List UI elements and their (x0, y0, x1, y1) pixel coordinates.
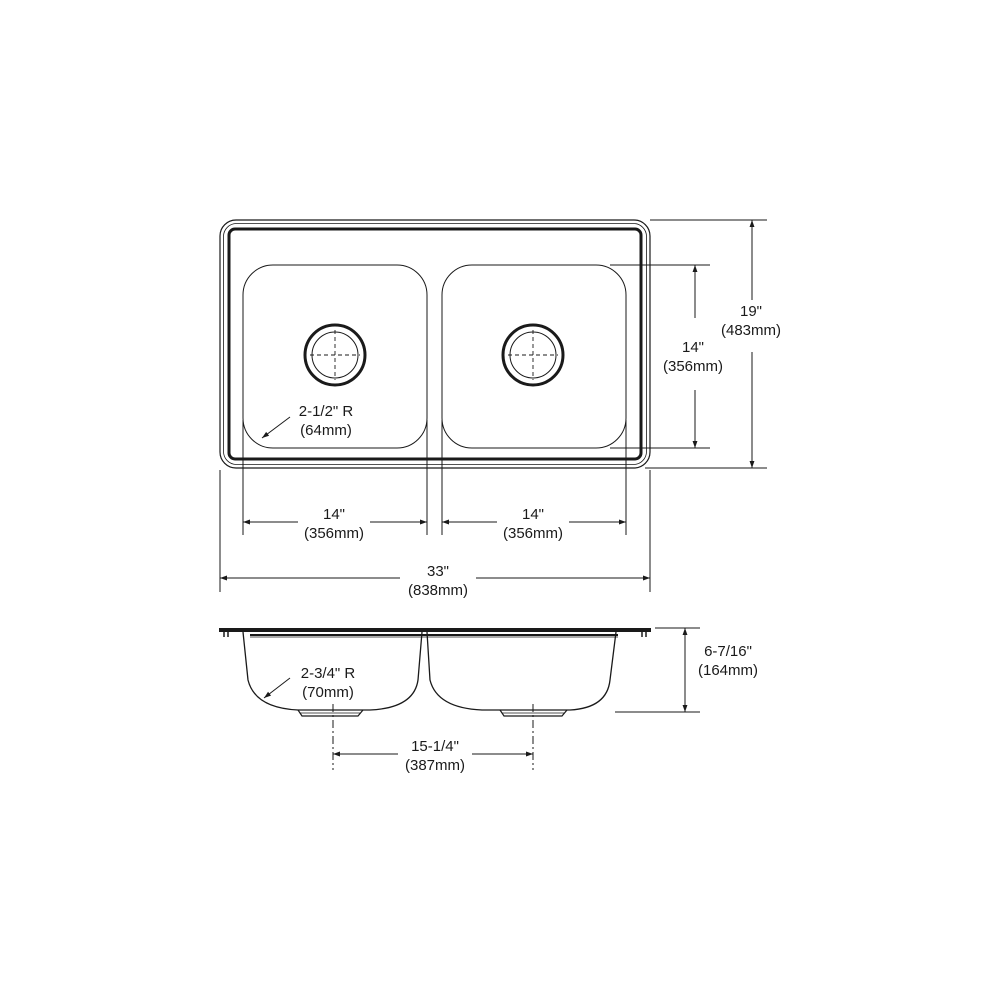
overall-depth-metric: (483mm) (720, 322, 781, 339)
overall-width-imperial: 33" (426, 563, 449, 580)
plan-view (219, 219, 651, 469)
right-bowl-width-imperial: 14" (521, 506, 544, 523)
section-view (219, 628, 651, 717)
overall-depth-imperial: 19" (739, 303, 762, 320)
corner-radius-imperial: 2-1/2" R (298, 403, 354, 420)
left-bowl-profile (242, 631, 423, 711)
right-bowl-width-label: 14" (356mm) (497, 505, 569, 543)
overall-width-label: 33" (838mm) (402, 562, 474, 600)
drain-spacing-imperial: 15-1/4" (411, 738, 459, 755)
corner-radius-metric: (64mm) (300, 422, 352, 439)
right-bowl (441, 264, 627, 449)
sink-outer-rim (219, 219, 651, 469)
right-bowl-width-metric: (356mm) (502, 525, 563, 542)
left-bowl (242, 264, 428, 449)
bottom-radius-leader (263, 677, 291, 699)
sink-rim-edge (223, 223, 647, 465)
left-drain-icon (303, 323, 367, 387)
plan-dimensions (219, 219, 767, 592)
drain-spacing-label: 15-1/4" (387mm) (398, 737, 472, 775)
sink-deck-rim (227, 227, 643, 461)
bowl-length-metric: (356mm) (662, 358, 723, 375)
bottom-radius-imperial: 2-3/4" R (300, 665, 356, 682)
corner-radius-label: 2-1/2" R (64mm) (286, 402, 366, 440)
left-bowl-width-metric: (356mm) (303, 525, 364, 542)
right-drain-icon (501, 323, 565, 387)
overall-depth-label: 19" (483mm) (713, 302, 789, 340)
section-dimensions (332, 627, 700, 770)
left-bowl-width-label: 14" (356mm) (298, 505, 370, 543)
corner-radius-leader (261, 416, 291, 439)
sink-flange (219, 628, 651, 632)
left-bowl-width-imperial: 14" (322, 506, 345, 523)
drain-spacing-metric: (387mm) (404, 757, 465, 774)
bowl-depth-imperial: 6-7/16" (704, 643, 752, 660)
bottom-radius-metric: (70mm) (302, 684, 354, 701)
bowl-length-label: 14" (356mm) (657, 338, 729, 376)
bottom-radius-label: 2-3/4" R (70mm) (288, 664, 368, 702)
bowl-depth-metric: (164mm) (697, 662, 758, 679)
bowl-depth-label: 6-7/16" (164mm) (690, 642, 766, 680)
bowl-length-imperial: 14" (681, 339, 704, 356)
overall-width-metric: (838mm) (407, 582, 468, 599)
right-bowl-profile (426, 631, 617, 711)
